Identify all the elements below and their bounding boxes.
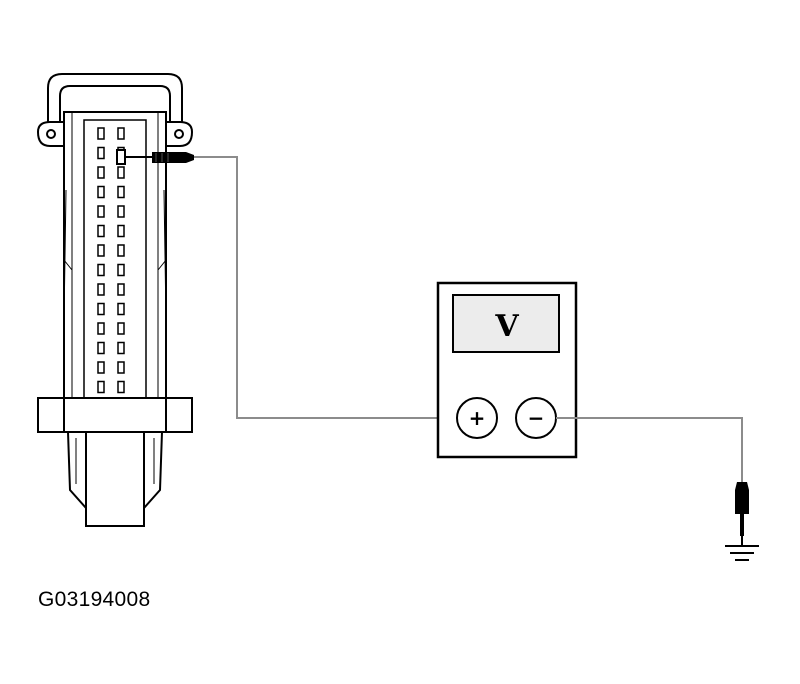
negative-lead-wire	[556, 417, 743, 484]
connector-pin-cavity	[117, 224, 125, 238]
connector-pin-cavity	[117, 205, 125, 218]
connector-pin-cavity	[97, 322, 105, 335]
multi-pin-connector-icon	[36, 73, 194, 527]
ground-symbol-icon	[725, 536, 759, 561]
connector-pin-cavity	[97, 224, 105, 238]
connector-pin-cavity	[117, 166, 125, 179]
connector-pin-cavity	[117, 322, 125, 335]
connector-pin-cavity	[97, 166, 105, 179]
connector-pin-cavity	[117, 380, 125, 394]
connector-pin-cavity	[117, 283, 125, 296]
figure-id-label: G03194008	[38, 588, 151, 611]
connector-pin-cavity	[117, 127, 125, 140]
connector-pin-cavity	[117, 185, 125, 199]
connector-pin-cavity	[97, 380, 105, 394]
meter-display-symbol: V	[494, 309, 519, 344]
voltmeter: V + −	[436, 281, 578, 459]
meter-display	[452, 294, 560, 353]
connector-pin-cavity	[97, 244, 105, 257]
connector-pin-cavity	[97, 341, 105, 355]
test-probe-icon	[116, 149, 194, 165]
negative-terminal-symbol: −	[528, 406, 545, 430]
connector-pin-cavity	[97, 185, 105, 199]
connector-pin-cavity	[117, 302, 125, 316]
connector-pin-cavity	[117, 244, 125, 257]
connector-pin-cavity	[97, 263, 105, 277]
connector-pin-cavity	[117, 361, 125, 374]
connector-pin-cavity	[97, 205, 105, 218]
positive-lead-wire	[194, 156, 455, 419]
ground-probe-icon	[735, 482, 749, 536]
connector-pin-cavity	[117, 341, 125, 355]
connector-pin-cavity	[97, 302, 105, 316]
positive-terminal	[456, 397, 498, 439]
connector-pin-cavity	[97, 361, 105, 374]
connector-pin-cavity	[97, 127, 105, 140]
connector-pin-cavity	[97, 146, 105, 160]
positive-terminal-symbol: +	[469, 406, 486, 430]
connector-pin-cavity	[97, 283, 105, 296]
connector-pin-cavity	[117, 263, 125, 277]
